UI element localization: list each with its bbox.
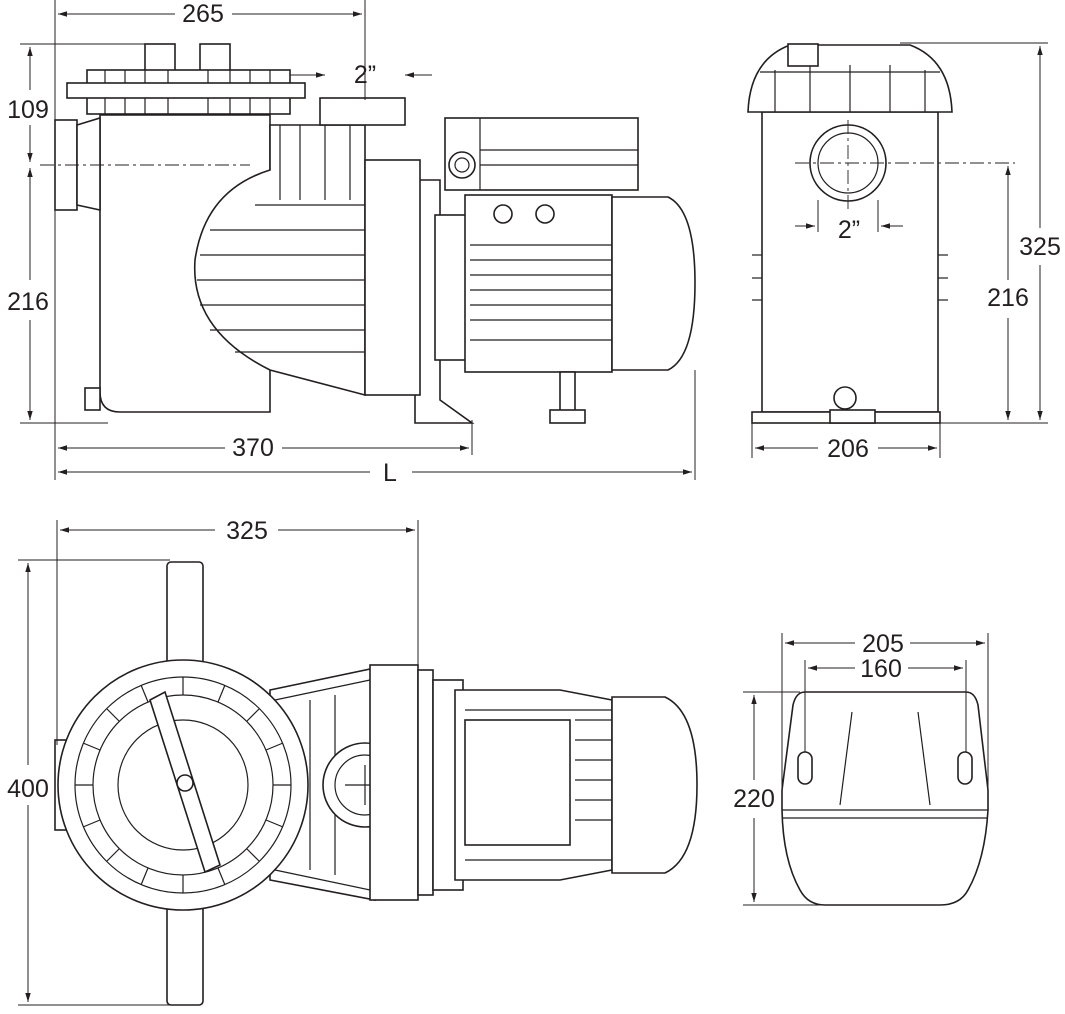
end-view [747, 43, 1015, 424]
dim-220: 220 [733, 785, 775, 813]
dim-216-end: 216 [987, 284, 1029, 312]
dim-port-2in: 2” [354, 61, 376, 89]
base-view [781, 691, 989, 906]
side-view-dimensions: 265 2” 109 216 370 L [7, 0, 696, 487]
dim-400: 400 [7, 775, 49, 803]
top-view [54, 561, 698, 1006]
side-view [40, 43, 696, 424]
base-view-dimensions: 205 160 220 [733, 630, 989, 906]
dim-port-2in-end: 2” [838, 216, 860, 244]
dim-109: 109 [7, 96, 49, 124]
dim-216: 216 [7, 288, 49, 316]
dim-205: 205 [862, 630, 904, 658]
top-view-dimensions: 325 400 [7, 517, 419, 1006]
dim-L: L [383, 459, 397, 487]
dim-206: 206 [827, 435, 869, 463]
dim-265: 265 [182, 0, 224, 28]
dim-370: 370 [232, 434, 274, 462]
end-view-dimensions: 325 216 206 2” [751, 42, 1061, 463]
dim-325-width: 325 [226, 517, 268, 545]
dim-160: 160 [860, 655, 902, 683]
dim-325-height: 325 [1019, 233, 1061, 261]
